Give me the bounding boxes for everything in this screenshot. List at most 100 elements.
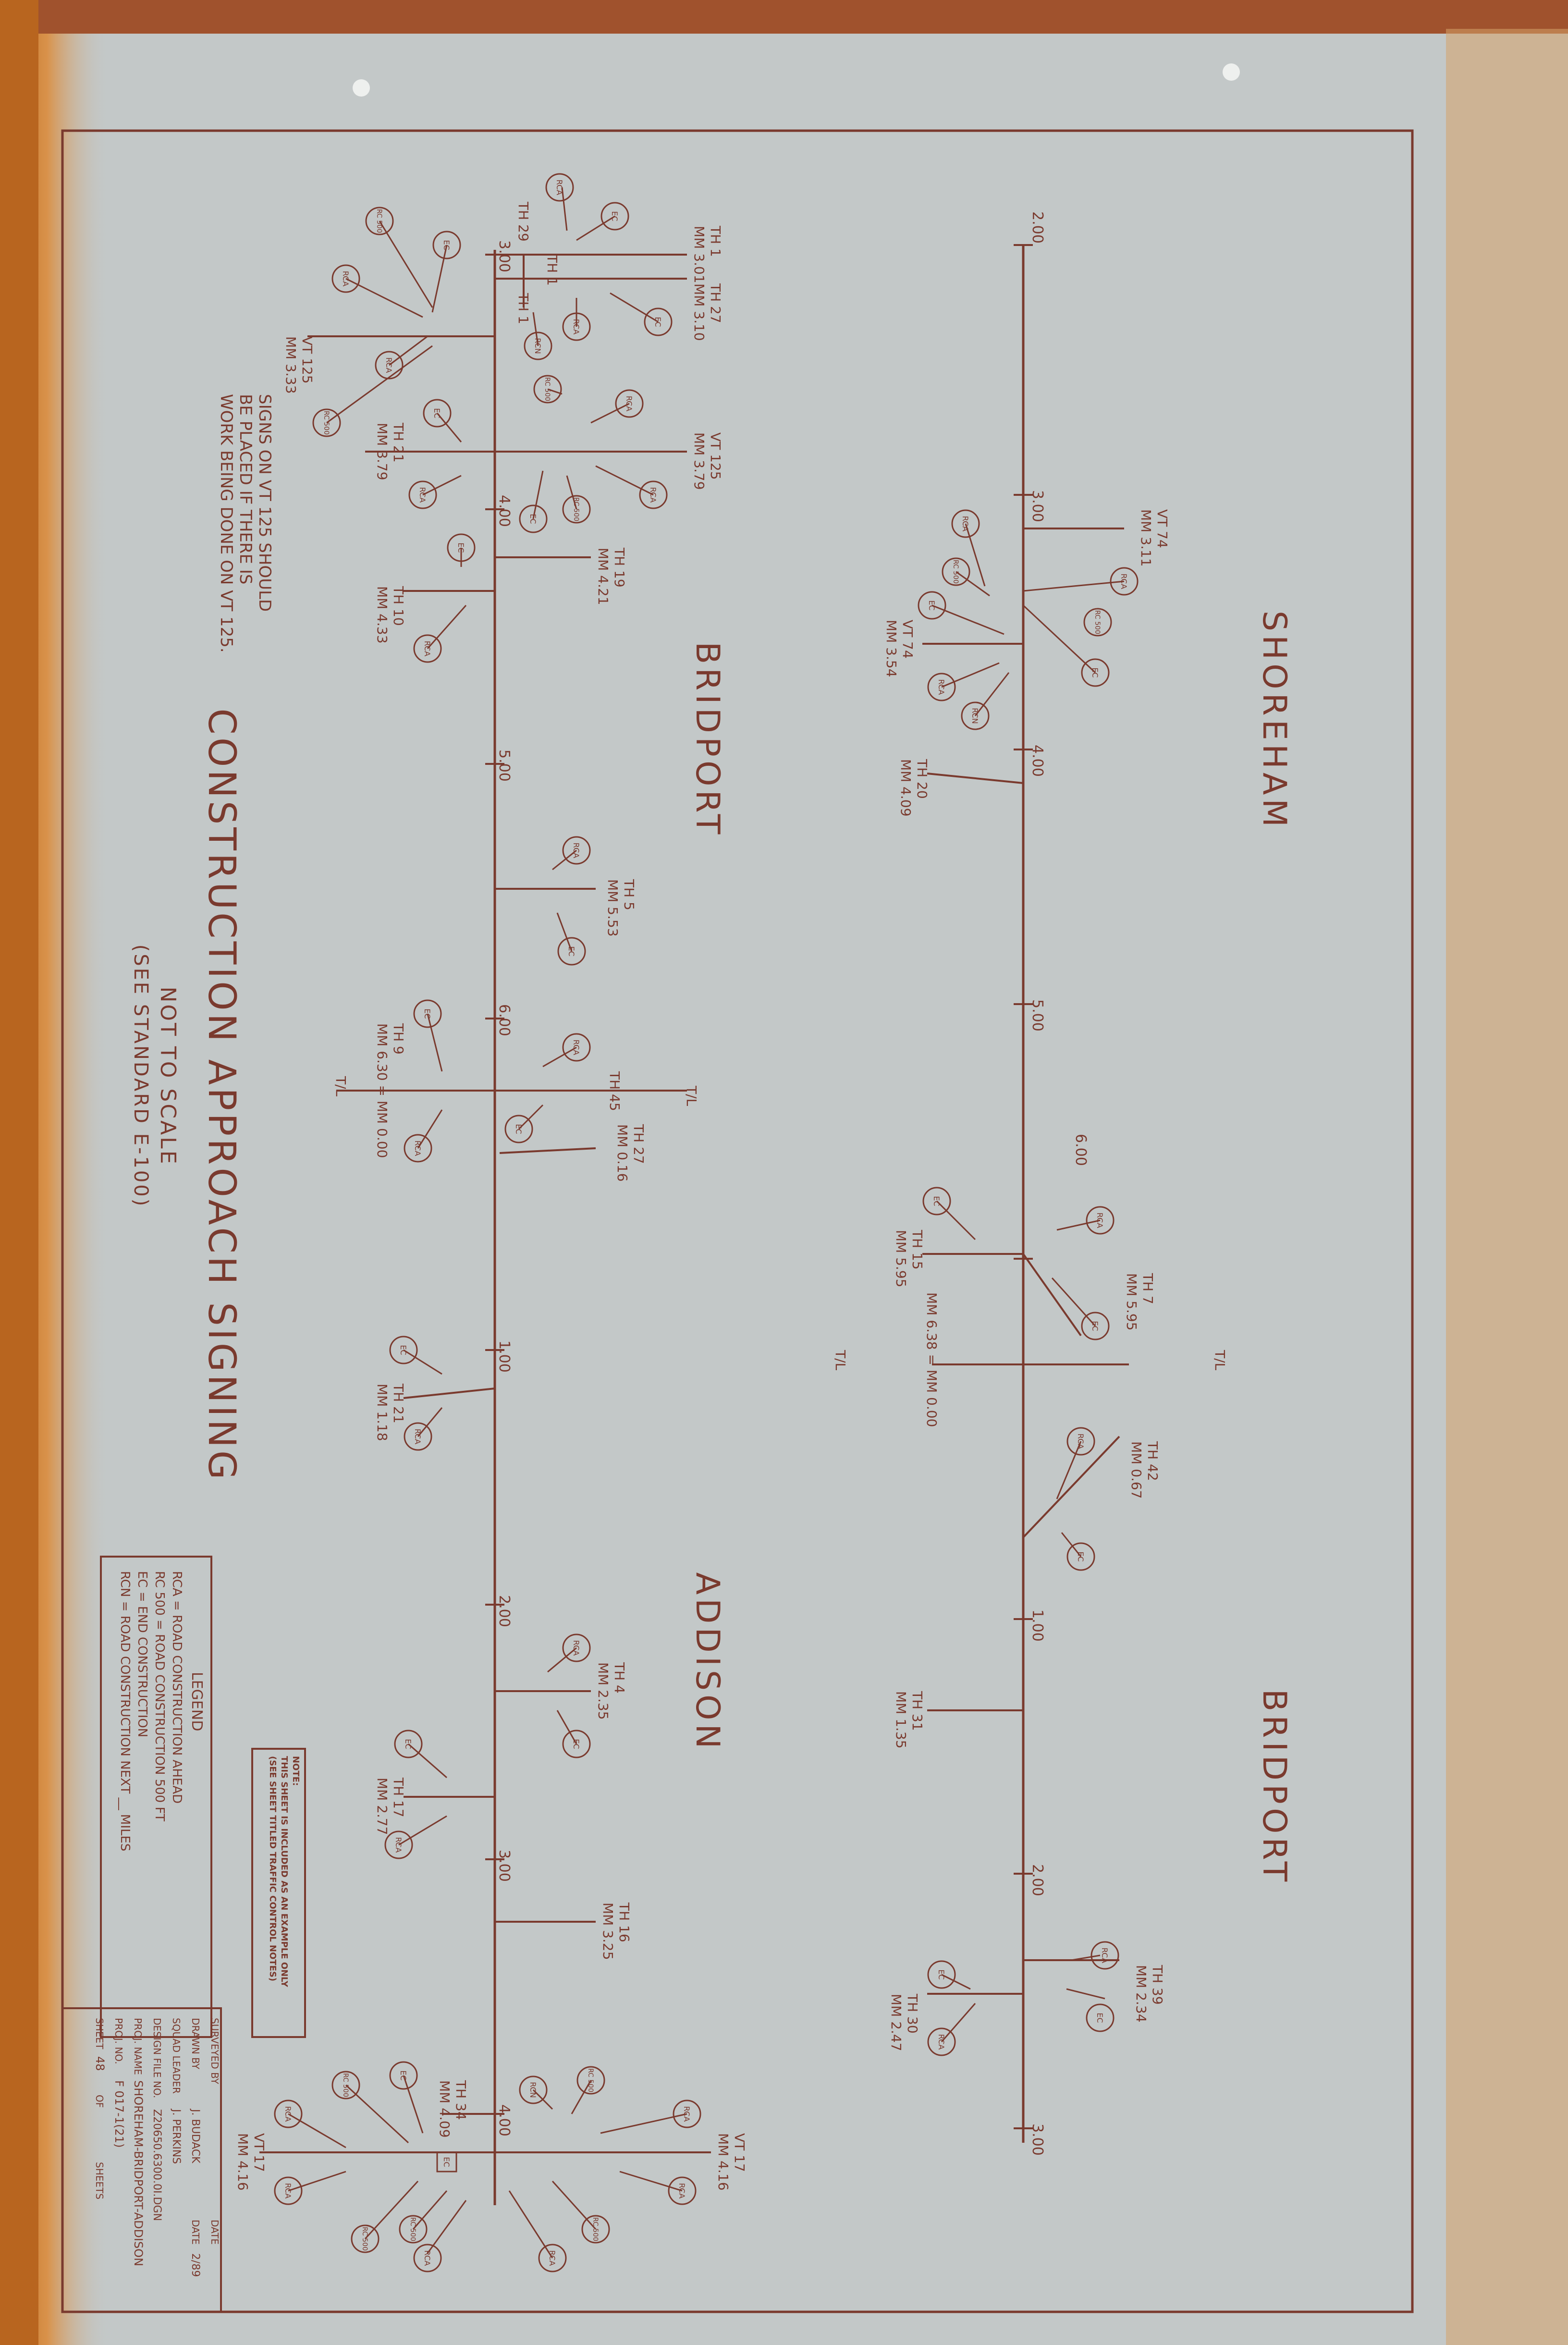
- sign-rca: [375, 351, 404, 380]
- sign-leader: [408, 1743, 447, 1779]
- tb-label: SURVEYED BY: [209, 2018, 220, 2085]
- side-road-th7: [1022, 1253, 1082, 1337]
- town-line-label: T/L: [684, 1085, 699, 1106]
- sign-leader: [561, 187, 568, 231]
- sign-rc500: [942, 557, 970, 586]
- mile-marker: 3.00: [496, 1850, 513, 1882]
- sign-leader: [518, 1104, 544, 1130]
- legend: LEGEND RCA = ROAD CONSTRUCTION AHEAD RC …: [100, 1556, 212, 2038]
- mile-marker: 4.00: [496, 495, 513, 527]
- sign-leader: [417, 1109, 443, 1149]
- standard-reference: (SEE STANDARD E-100): [130, 945, 152, 1208]
- vt125-note-line: SIGNS ON VT 125 SHOULD: [255, 394, 274, 612]
- mile-marker: 2.00: [496, 1595, 513, 1627]
- sign-leader: [532, 470, 544, 519]
- sign-leader: [547, 1647, 577, 1673]
- sign-ec: [432, 231, 461, 259]
- sign-leader: [427, 2200, 467, 2254]
- sign-code: EC: [932, 1196, 941, 1206]
- sign-code: RCA: [1076, 1434, 1085, 1449]
- sign-code: RCN: [528, 2082, 538, 2098]
- sign-rca: [562, 1633, 591, 1662]
- sign-code: RCA: [1119, 574, 1128, 589]
- sign-leader: [326, 345, 433, 424]
- mile-marker: 4.00: [1029, 745, 1046, 777]
- road-label: MM 2.47: [888, 1994, 904, 2051]
- mile-marker: 6.00: [1072, 1134, 1089, 1166]
- sign-ec: [918, 591, 946, 620]
- town-line-label: T/L: [333, 1076, 349, 1097]
- sign-code: RCA: [384, 357, 393, 373]
- side-road-th42: [1022, 1436, 1120, 1538]
- road-label: MM 4.21: [595, 548, 611, 605]
- road-label: MM 2.77: [374, 1778, 390, 1835]
- town-bridport-lower: BRIDPORT: [688, 642, 726, 838]
- paper-top-edge: [0, 0, 1568, 34]
- road-label: MM 4.09: [898, 759, 914, 817]
- sign-code: RCA: [572, 1640, 581, 1656]
- sign-code: EC: [1076, 1551, 1085, 1561]
- lower-signs: [274, 173, 701, 2272]
- tb-label: DRAWN BY: [190, 2018, 201, 2070]
- sign-rca: [639, 480, 668, 509]
- tb-value2: SHEETS: [94, 2162, 105, 2199]
- sign-code: RC 500: [409, 2217, 416, 2241]
- sheet-title: CONSTRUCTION APPROACH SIGNING: [200, 709, 243, 1483]
- sign-leader: [417, 1407, 443, 1437]
- lower-side-roads: [259, 254, 711, 2153]
- road-label: VT 125: [708, 432, 723, 480]
- sign-code: RC 500: [1093, 610, 1101, 634]
- road-label: TH 27: [631, 1124, 647, 1164]
- sign-leader: [1056, 1441, 1082, 1499]
- mile-marker: 5.00: [496, 749, 513, 782]
- sign-leader: [532, 312, 539, 346]
- vt125-note-line: WORK BEING DONE ON VT 125.: [217, 394, 236, 653]
- road-label: TH 20: [914, 759, 930, 799]
- sign-leader: [403, 1349, 442, 1375]
- sign-leader: [936, 1200, 976, 1240]
- paper-left-edge: [0, 0, 38, 2345]
- legend-frame: [100, 1556, 212, 2038]
- road-label: TH 9: [391, 1023, 406, 1055]
- sign-rca: [1086, 1206, 1115, 1235]
- tb-label: DESIGN FILE NO.: [151, 2018, 163, 2098]
- sign-leader: [412, 2190, 448, 2230]
- mile-marker: 4.00: [496, 2104, 513, 2136]
- sign-rcn: [524, 331, 552, 360]
- sign-code: RCA: [572, 843, 581, 858]
- vt125-note: SIGNS ON VT 125 SHOULD BE PLACED IF THER…: [217, 394, 274, 653]
- sign-rc500: [331, 2071, 360, 2099]
- road-label: MM 3.25: [600, 1903, 616, 1960]
- sign-leader: [1061, 1532, 1082, 1557]
- sign-ec: [1081, 658, 1110, 687]
- sign-rca: [384, 1830, 413, 1859]
- vt125-note-line: BE PLACED IF THERE IS: [236, 394, 255, 584]
- sign-code: RC 500: [591, 2217, 599, 2241]
- sign-rc500: [562, 495, 591, 524]
- sign-ec: [1066, 1542, 1095, 1571]
- road-label: MM 3.79: [374, 423, 390, 480]
- road-label: TH 31: [909, 1691, 925, 1731]
- sign-code: EC: [610, 211, 619, 221]
- mile-marker: 5.00: [1029, 999, 1046, 1031]
- sign-leader: [974, 672, 1010, 716]
- sign-code: RCA: [555, 180, 564, 195]
- sign-rc500: [533, 375, 562, 404]
- sign-code: EC: [432, 408, 441, 418]
- mile-marker: 1.00: [1029, 1609, 1046, 1642]
- tb-label2: DATE: [190, 2220, 201, 2245]
- road-label: TH 19: [612, 547, 627, 588]
- mile-marker: 2.00: [1029, 211, 1046, 244]
- sign-code: RC 500: [375, 209, 383, 233]
- binder-hole-right: [1223, 63, 1240, 81]
- sign-leader: [941, 2003, 976, 2042]
- road-label: MM 2.35: [595, 1662, 611, 1720]
- road-label: TH 7: [1140, 1273, 1156, 1304]
- sign-code: EC: [423, 1008, 432, 1019]
- tb-label2: OF: [94, 2095, 105, 2108]
- sign-code: RCA: [961, 516, 970, 531]
- sign-leader: [288, 2171, 346, 2192]
- sign-code: RCA: [283, 2106, 293, 2122]
- mile-marker: 1.00: [496, 1340, 513, 1373]
- road-label: TH 5: [621, 879, 637, 910]
